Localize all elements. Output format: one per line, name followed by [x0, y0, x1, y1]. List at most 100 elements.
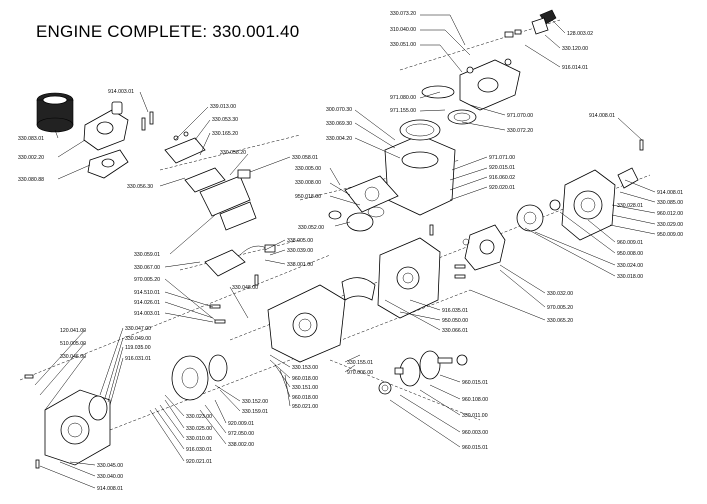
part-label: 916.030.01	[186, 447, 212, 453]
part-label: 330.023.00	[186, 414, 212, 420]
part-label: 916.014.01	[562, 65, 588, 71]
part-label: 330.024.00	[617, 263, 643, 269]
part-label: 330.155.01	[347, 360, 373, 366]
assembly-axes	[19, 19, 651, 431]
part-label: 971.155.00	[390, 108, 416, 114]
part-label: 330.067.00	[134, 265, 160, 271]
flywheel	[171, 354, 228, 401]
piston	[328, 206, 385, 232]
part-label: 960.012.00	[657, 211, 683, 217]
part-label: 330.165.20	[212, 131, 238, 137]
part-label: 914.510.01	[134, 290, 160, 296]
cylinder	[344, 119, 456, 216]
part-label: 330.153.00	[292, 365, 318, 371]
part-label: 960.003.00	[462, 430, 488, 436]
part-label: 330.058.01	[292, 155, 318, 161]
part-label: 330.085.00	[657, 200, 683, 206]
part-label: 971.070.00	[507, 113, 533, 119]
part-label: 330.010.00	[186, 436, 212, 442]
part-label: 950.050.00	[442, 318, 468, 324]
right-cover	[516, 167, 639, 241]
part-label: 970.005.20	[134, 277, 160, 283]
part-label: 330.029.00	[657, 222, 683, 228]
cylinder-head	[421, 29, 522, 125]
part-label: 330.008.00	[295, 180, 321, 186]
part-label: 330.032.00	[547, 291, 573, 297]
part-label: 920.021.01	[186, 459, 212, 465]
part-label: 330.049.00	[125, 336, 151, 342]
part-label: 330.004.20	[326, 136, 352, 142]
part-label: 914.008.01	[657, 190, 683, 196]
part-label: 960.018.00	[292, 376, 318, 382]
intake-manifold	[164, 131, 257, 231]
part-label: 330.073.20	[390, 11, 416, 17]
part-label: 950.021.00	[292, 404, 318, 410]
part-label: 960.108.00	[462, 397, 488, 403]
part-label: 330.040.00	[97, 474, 123, 480]
crankshaft	[378, 350, 468, 395]
part-label: 914.008.01	[589, 113, 615, 119]
part-label: 330.051.00	[390, 42, 416, 48]
ignition-coil	[204, 244, 276, 277]
part-label: 330.025.00	[186, 426, 212, 432]
part-label: 338.002.00	[228, 442, 254, 448]
part-label: 128.003.02	[567, 31, 593, 37]
spark-plug	[531, 9, 557, 35]
part-label: 330.080.88	[18, 177, 44, 183]
part-label: 330.056.30	[127, 184, 153, 190]
part-label: 330.046.00	[60, 354, 86, 360]
part-label: 971.071.00	[489, 155, 515, 161]
part-label: 960.015.01	[462, 445, 488, 451]
leader-lines	[34, 14, 656, 489]
part-label: 330.045.00	[97, 463, 123, 469]
part-label: 970.005.20	[547, 305, 573, 311]
part-label: 971.080.00	[390, 95, 416, 101]
part-label: 120.041.00	[60, 328, 86, 334]
part-label: 916.035.01	[442, 308, 468, 314]
part-label: 330.059.01	[134, 252, 160, 258]
part-label: 330.151.00	[292, 385, 318, 391]
part-label: 330.066.01	[442, 328, 468, 334]
part-label: 119.035.00	[125, 345, 151, 351]
part-label: 330.058.20	[220, 150, 246, 156]
part-label: 338.001.00	[287, 262, 313, 268]
part-label: 510.005.00	[60, 341, 86, 347]
part-label: 330.047.00	[125, 326, 151, 332]
left-cover	[44, 389, 111, 466]
part-label: 920.009.01	[228, 421, 254, 427]
part-label: 950.009.00	[657, 232, 683, 238]
part-label: 330.002.20	[18, 155, 44, 161]
part-label: 330.053.30	[212, 117, 238, 123]
bolts	[24, 111, 644, 469]
part-label: 330.011.00	[462, 413, 488, 419]
part-label: 960.018.00	[292, 395, 318, 401]
part-label: 330.039.00	[287, 248, 313, 254]
part-label: 914.008.01	[97, 486, 123, 492]
crankcase-left	[267, 284, 346, 363]
part-label: 330.072.20	[507, 128, 533, 134]
part-label: 330.152.00	[242, 399, 268, 405]
part-label: 330.018.00	[617, 274, 643, 280]
part-label: 300.070.30	[326, 107, 352, 113]
part-label: 330.052.00	[298, 225, 324, 231]
part-label: 914.003.01	[108, 89, 134, 95]
part-label: 330.120.00	[562, 46, 588, 52]
carburettor	[83, 101, 129, 179]
crankcase-right	[341, 237, 441, 319]
part-label: 338.005.00	[287, 238, 313, 244]
part-label: 330.048.00	[232, 285, 258, 291]
part-label: 950.018.00	[295, 194, 321, 200]
part-label: 916.031.01	[125, 356, 151, 362]
part-label: 330.065.20	[547, 318, 573, 324]
part-labels: 330.073.20 310.040.00 330.051.00 128.003…	[18, 11, 683, 492]
part-label: 330.005.00	[295, 166, 321, 172]
part-label: 330.069.30	[326, 121, 352, 127]
part-label: 920.015.01	[489, 165, 515, 171]
page-title: ENGINE COMPLETE: 330.001.40	[36, 22, 300, 41]
part-label: 916.060.02	[489, 175, 515, 181]
part-label: 960.015.01	[462, 380, 488, 386]
part-label: 914.003.01	[134, 311, 160, 317]
part-label: 330.159.01	[242, 409, 268, 415]
part-label: 920.020.01	[489, 185, 515, 191]
